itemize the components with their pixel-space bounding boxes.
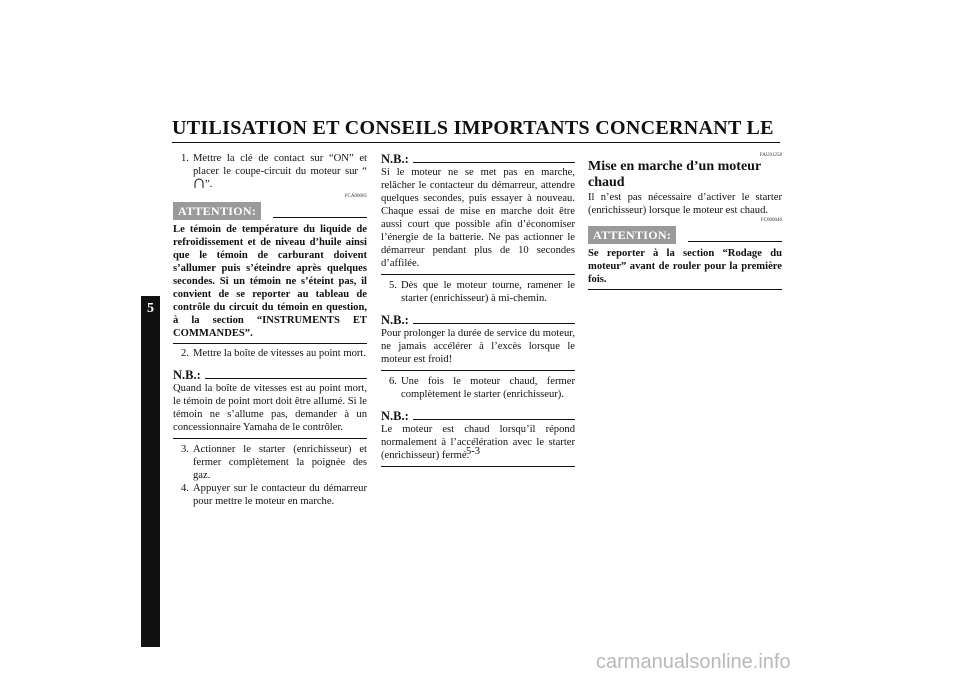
column-2: N.B.: Si le moteur ne se met pas en marc… [381, 152, 575, 471]
page-title: UTILISATION ET CONSEILS IMPORTANTS CONCE… [172, 117, 774, 139]
attention-rule [273, 216, 367, 218]
step-5: 5. Dès que le moteur tourne, ramener le … [381, 279, 575, 305]
step-text: Une fois le moteur chaud, fermer complèt… [401, 376, 575, 400]
nb-body: Quand la boîte de vitesses est au point … [173, 382, 367, 439]
step-1: 1. Mettre la clé de contact sur “ON” et … [173, 152, 367, 193]
step-text: Mettre la clé de contact sur “ON” et pla… [193, 153, 367, 177]
watermark: carmanualsonline.info [596, 651, 791, 673]
reference-code: FC000046 [760, 218, 782, 223]
column-3: FAU01258 Mise en marche d’un moteur chau… [588, 152, 782, 290]
step-4: 4. Appuyer sur le contacteur du démarreu… [173, 482, 367, 508]
reference-code: FAU01258 [759, 153, 782, 158]
nb-header: N.B.: [173, 368, 367, 382]
step-number: 6. [389, 376, 397, 387]
reference-code: FCA00005 [344, 194, 367, 199]
nb-rule [412, 419, 575, 420]
attention-label: ATTENTION: [173, 202, 262, 220]
page-number: 5-3 [466, 446, 480, 457]
engine-run-switch-icon [193, 178, 205, 193]
nb-header: N.B.: [381, 152, 575, 166]
chapter-number: 5 [147, 301, 154, 316]
nb-body: Le moteur est chaud lorsqu’il répond nor… [381, 423, 575, 467]
nb-header: N.B.: [381, 409, 575, 423]
nb-header: N.B.: [381, 313, 575, 327]
column-1: 1. Mettre la clé de contact sur “ON” et … [173, 152, 367, 508]
nb-label: N.B.: [381, 152, 409, 166]
step-number: 2. [181, 348, 189, 359]
nb-rule [412, 323, 575, 324]
section-title: Mise en marche d’un moteur chaud [588, 159, 761, 190]
attention-label: ATTENTION: [588, 226, 677, 244]
step-text-end: ”. [205, 179, 213, 190]
attention-body: Le témoin de température du liquide de r… [173, 223, 367, 344]
step-number: 3. [181, 444, 189, 455]
attention-rule [688, 240, 782, 242]
nb-label: N.B.: [381, 313, 409, 327]
step-2: 2. Mettre la boîte de vitesses au point … [173, 347, 367, 360]
nb-label: N.B.: [173, 368, 201, 382]
nb-label: N.B.: [381, 409, 409, 423]
step-text: Actionner le starter (enrichisseur) et f… [193, 444, 367, 481]
title-rule [172, 142, 780, 143]
section-body: Il n’est pas nécessaire d’activer le sta… [588, 192, 782, 216]
nb-rule [204, 378, 367, 379]
nb-rule [412, 162, 575, 163]
nb-body: Si le moteur ne se met pas en marche, re… [381, 166, 575, 275]
step-text: Appuyer sur le contacteur du démarreur p… [193, 483, 367, 507]
attention-body: Se reporter à la section “Rodage du mote… [588, 247, 782, 290]
attention-header: ATTENTION: [173, 202, 367, 220]
step-text: Dès que le moteur tourne, ramener le sta… [401, 280, 575, 304]
nb-body: Pour prolonger la durée de service du mo… [381, 327, 575, 371]
step-number: 4. [181, 483, 189, 494]
chapter-tab: 5 [141, 296, 160, 647]
step-6: 6. Une fois le moteur chaud, fermer comp… [381, 375, 575, 401]
step-number: 5. [389, 280, 397, 291]
step-text: Mettre la boîte de vitesses au point mor… [193, 348, 366, 359]
step-number: 1. [181, 153, 189, 164]
step-3: 3. Actionner le starter (enrichisseur) e… [173, 443, 367, 482]
attention-header: ATTENTION: [588, 226, 782, 244]
